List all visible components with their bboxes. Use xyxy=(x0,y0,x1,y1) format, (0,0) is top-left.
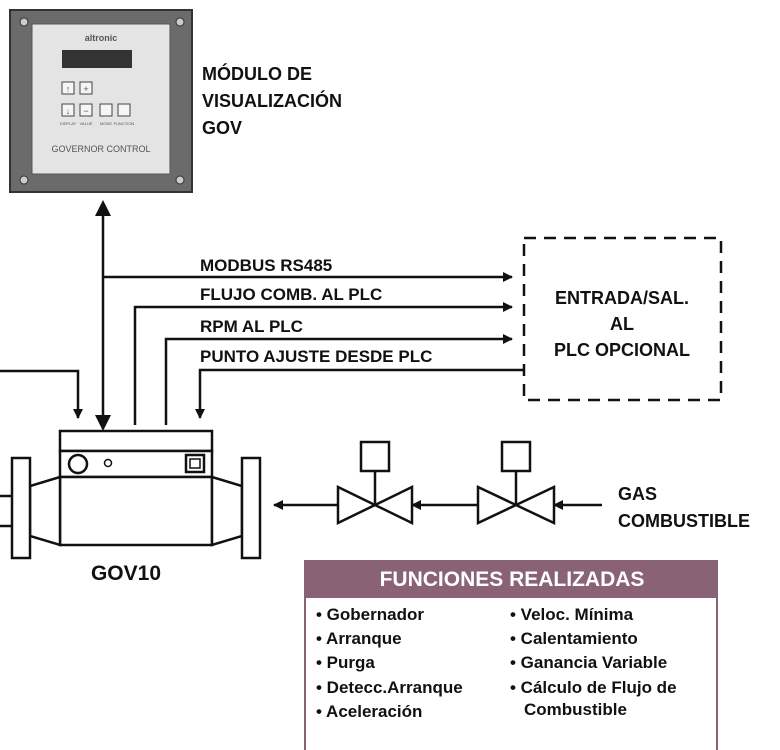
svg-text:VALUE: VALUE xyxy=(80,121,93,126)
function-item: • Purga xyxy=(316,653,375,672)
function-item: • Arranque xyxy=(316,629,402,648)
svg-text:DISPLAY: DISPLAY xyxy=(60,121,77,126)
brand-logo: altronic xyxy=(85,33,118,43)
plc-label-line2: AL xyxy=(610,314,634,334)
function-item: • Detecc.Arranque xyxy=(316,678,463,697)
up-arrow-icon xyxy=(95,200,111,216)
screw-icon xyxy=(19,17,29,27)
solenoid-valve-1 xyxy=(336,440,414,525)
svg-text:−: − xyxy=(83,106,88,116)
svg-text:+: + xyxy=(83,84,88,94)
function-item: • Cálculo de Flujo de xyxy=(510,678,677,697)
rpm-label: RPM AL PLC xyxy=(200,317,303,336)
fuel-flow-label: FLUJO COMB. AL PLC xyxy=(200,285,382,304)
gov10-valve xyxy=(0,429,262,560)
fuel-flow-line xyxy=(133,302,513,425)
gov10-label: GOV10 xyxy=(91,562,161,585)
connector-icon xyxy=(67,453,89,475)
function-item: • Gobernador xyxy=(316,605,424,624)
panel-text: GOVERNOR CONTROL xyxy=(51,144,150,154)
screw-icon xyxy=(19,175,29,185)
gas-label-line2: COMBUSTIBLE xyxy=(618,511,750,531)
svg-text:↓: ↓ xyxy=(66,106,71,116)
left-input-line xyxy=(0,369,83,419)
function-item: Combustible xyxy=(524,700,627,719)
display-module: altronic ↑ + ↓ − DISPLAY VALUE MODE FUNC… xyxy=(9,9,193,193)
screw-icon xyxy=(175,17,185,27)
plc-label-line1: ENTRADA/SAL. xyxy=(555,288,689,308)
solenoid-valve-2 xyxy=(476,440,556,525)
lcd-screen xyxy=(62,50,132,68)
screw-icon xyxy=(175,175,185,185)
function-item: • Calentamiento xyxy=(510,629,638,648)
plc-label-line3: PLC OPCIONAL xyxy=(554,340,690,360)
function-item: • Veloc. Mínima xyxy=(510,605,634,624)
function-item: • Ganancia Variable xyxy=(510,653,668,672)
down-arrow-icon xyxy=(95,415,111,431)
svg-text:FUNCTION: FUNCTION xyxy=(114,121,135,126)
setpoint-label: PUNTO AJUSTE DESDE PLC xyxy=(200,347,432,366)
functions-title: FUNCIONES REALIZADAS xyxy=(306,562,718,598)
svg-text:↑: ↑ xyxy=(66,84,71,94)
display-module-caption-line2: VISUALIZACIÓN xyxy=(202,90,342,111)
svg-text:MODE: MODE xyxy=(100,121,112,126)
modbus-label: MODBUS RS485 xyxy=(200,256,332,275)
keypad: ↑ + ↓ − DISPLAY VALUE MODE FUNCTION xyxy=(60,81,135,126)
display-module-caption-line3: GOV xyxy=(202,118,242,138)
function-item: • Aceleración xyxy=(316,702,423,721)
setpoint-line xyxy=(195,368,524,419)
display-module-caption-line1: MÓDULO DE xyxy=(202,63,312,84)
gas-label-line1: GAS xyxy=(618,484,657,504)
rpm-line xyxy=(164,334,513,425)
functions-panel xyxy=(304,560,718,750)
